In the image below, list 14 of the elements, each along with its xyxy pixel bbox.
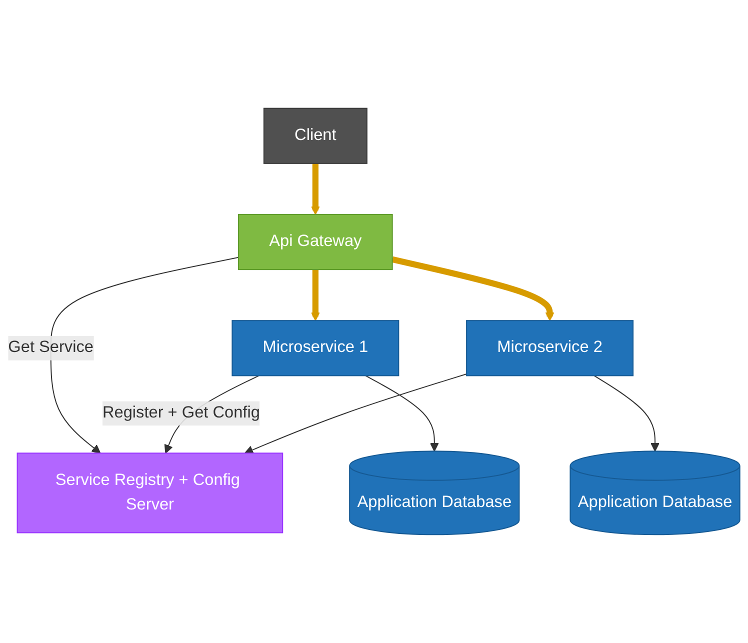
node-box: Microservice 1 xyxy=(232,320,400,376)
node-box: Service Registry + Config Server xyxy=(16,452,284,534)
arrow xyxy=(244,374,467,454)
node-box: Api Gateway xyxy=(238,214,393,270)
arrow xyxy=(365,375,439,452)
arrow xyxy=(310,163,320,215)
node-box: Microservice 2 xyxy=(466,320,634,376)
arrow xyxy=(50,256,239,454)
arrow xyxy=(594,375,660,452)
node-box: Client xyxy=(263,108,368,164)
edge-label: Register + Get Config xyxy=(102,404,260,422)
arrow xyxy=(310,270,320,321)
edge-label: Get Service xyxy=(8,338,94,356)
arrow xyxy=(392,256,554,321)
